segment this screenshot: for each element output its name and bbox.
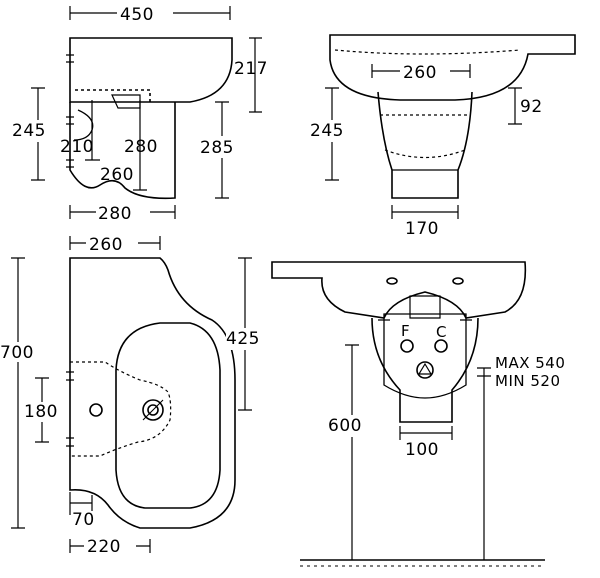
min-height-label: MIN 520 (495, 372, 561, 390)
dim-100: 100 (405, 440, 439, 460)
side-elevation (31, 6, 262, 219)
front-elevation-labels: 260 92 245 170 (308, 61, 543, 239)
dim-180: 180 (24, 402, 58, 422)
plan-view-labels: 260 700 425 180 70 220 (0, 233, 272, 557)
dim-210: 210 (60, 137, 94, 157)
dim-height-217: 217 (234, 59, 268, 79)
dim-70: 70 (72, 510, 95, 530)
dim-260: 260 (100, 165, 134, 185)
dim-170: 170 (405, 219, 439, 239)
front-elevation (325, 34, 576, 219)
cold-label: C (436, 323, 447, 341)
dim-bottom-280: 280 (98, 204, 132, 224)
dim-600: 600 (328, 416, 362, 436)
hot-label: F (401, 322, 410, 340)
dim-height-285: 285 (200, 138, 234, 158)
side-elevation-labels: 450 217 285 245 210 280 260 280 (10, 3, 268, 224)
dim-92: 92 (520, 97, 543, 117)
dim-height-245: 245 (12, 121, 46, 141)
plan-view (11, 236, 252, 553)
dim-280: 280 (124, 137, 158, 157)
dim-425: 425 (226, 329, 260, 349)
dim-width-450: 450 (120, 5, 154, 25)
dim-700: 700 (0, 343, 34, 363)
dim-inner-260: 260 (403, 63, 437, 83)
rear-view-labels: F C 600 100 MAX 540 MIN 520 (328, 322, 565, 460)
max-height-label: MAX 540 (495, 354, 565, 372)
rear-view (271, 261, 545, 567)
dim-height-245-front: 245 (310, 121, 344, 141)
dim-220: 220 (87, 537, 121, 557)
dim-plan-260: 260 (89, 235, 123, 255)
